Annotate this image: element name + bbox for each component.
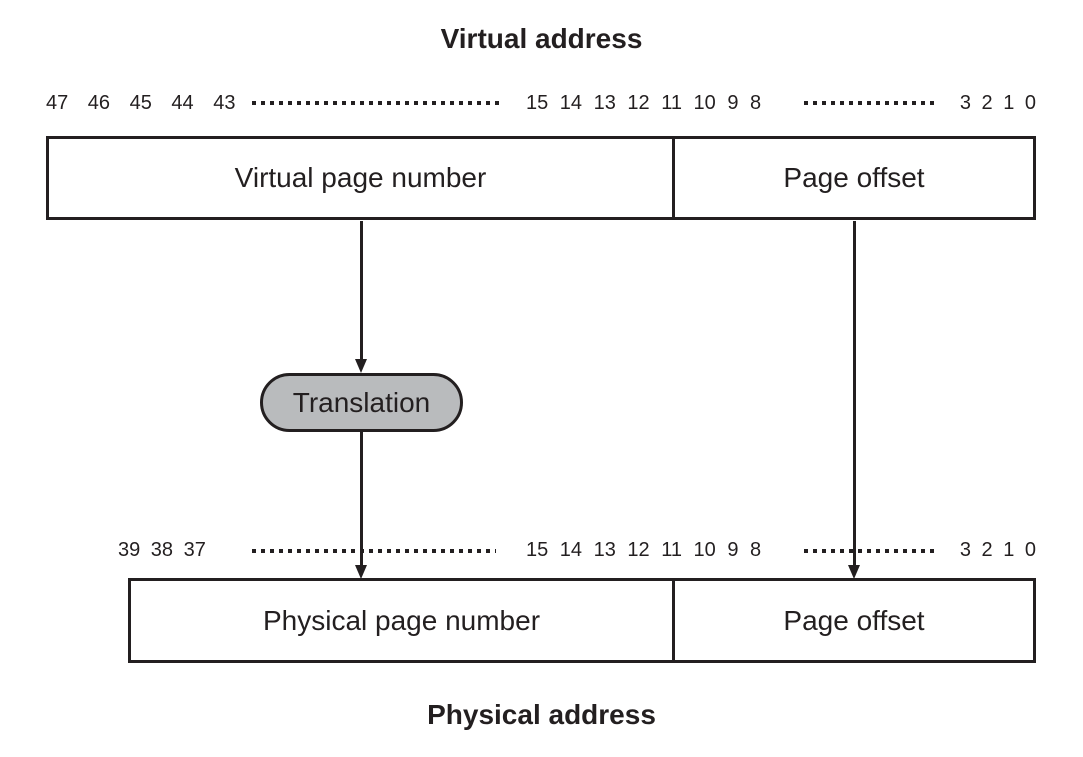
physical-address-title: Physical address (427, 699, 656, 730)
arrow-vpn-to-translation-line (360, 221, 363, 360)
dotted-ellipsis (252, 101, 503, 105)
virtual-address-box: Virtual page number Page offset (46, 136, 1036, 220)
dotted-ellipsis (804, 549, 936, 553)
virtual-page-offset-cell: Page offset (783, 162, 925, 193)
physical-address-box: Physical page number Page offset (128, 578, 1036, 663)
arrow-down-icon (848, 565, 860, 579)
physical-page-number-cell: Physical page number (131, 581, 675, 660)
arrow-page-offset-line (853, 221, 856, 566)
dotted-ellipsis (252, 549, 496, 553)
virtual-bits-mid: 15 14 13 12 11 10 9 8 (526, 92, 762, 114)
arrow-translation-to-ppn-line (360, 431, 363, 566)
physical-bits-low: 3 2 1 0 (959, 539, 1036, 561)
physical-bits-high: 39 38 37 (118, 539, 206, 561)
dotted-ellipsis (804, 101, 936, 105)
virtual-page-number-cell: Virtual page number (49, 139, 675, 217)
arrow-down-icon (355, 565, 367, 579)
translation-label: Translation (292, 386, 431, 418)
virtual-bits-low: 3 2 1 0 (959, 92, 1036, 114)
virtual-address-title: Virtual address (440, 23, 643, 54)
physical-bits-mid: 15 14 13 12 11 10 9 8 (526, 539, 762, 561)
physical-page-offset-cell: Page offset (783, 604, 925, 636)
translation-node: Translation (260, 373, 463, 432)
virtual-bits-high: 47 46 45 44 43 (46, 92, 236, 114)
arrow-down-icon (355, 359, 367, 373)
